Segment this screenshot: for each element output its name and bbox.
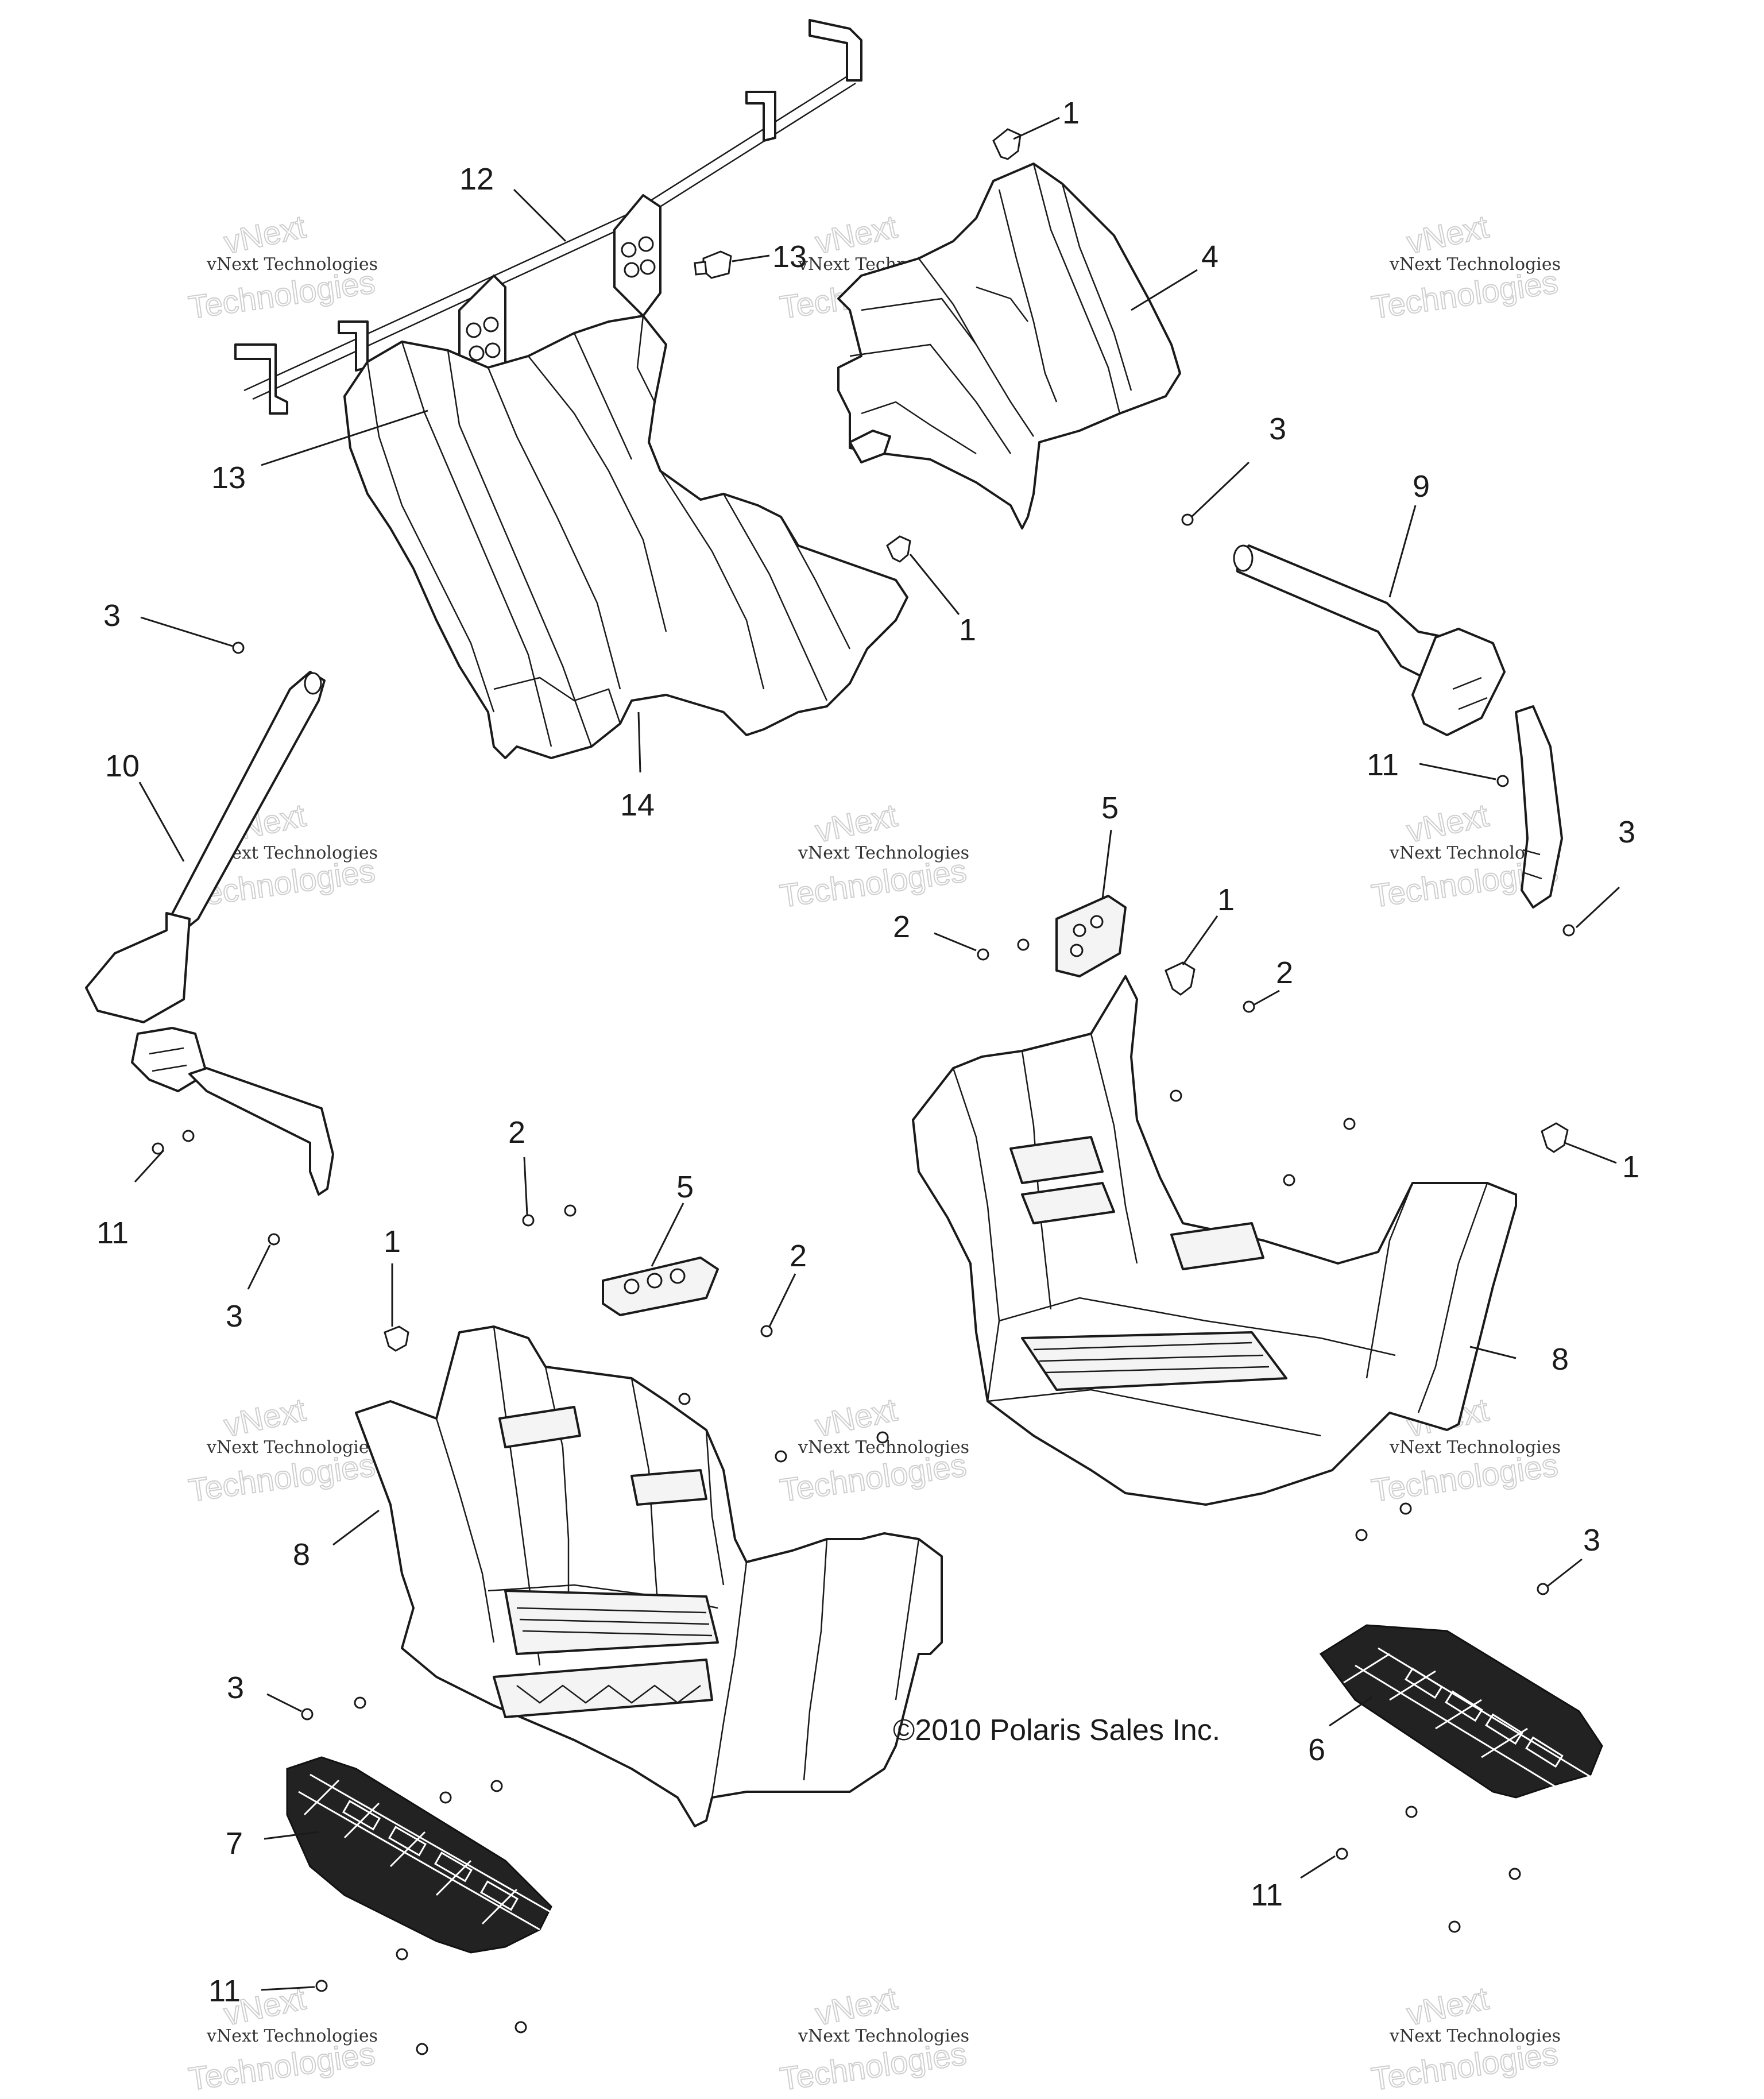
- part-8-right-footwell: [912, 975, 1517, 1506]
- callouts: 1 1 1 1 1 2 2 2 2 3 3 3 3 3 3 4 5 5 6 7 …: [96, 96, 1639, 2008]
- callout-1: 1: [1564, 1142, 1639, 1184]
- callout-label: 3: [1583, 1523, 1600, 1557]
- part-14-left-fender: [343, 315, 908, 759]
- callout-label: 11: [1251, 1878, 1283, 1912]
- part-10-left-bracket: [85, 671, 334, 1196]
- callout-10: 10: [105, 749, 185, 862]
- callout-13: 13: [211, 409, 428, 495]
- part-5-peg-left: [602, 1257, 719, 1316]
- callout-label: 3: [1618, 815, 1635, 849]
- callout-8: 8: [293, 1509, 380, 1572]
- callout-2: 2: [1253, 956, 1293, 1006]
- callout-label: 3: [226, 1299, 243, 1333]
- watermark-vnext: vNext: [812, 1980, 900, 2032]
- callout-7: 7: [226, 1826, 319, 1861]
- part-5-peg-right: [1055, 895, 1127, 977]
- callout-8: 8: [1469, 1342, 1569, 1377]
- watermark-name: vNext Technologies: [798, 2026, 969, 2046]
- callout-label: 9: [1413, 469, 1430, 504]
- callout-label: 4: [1201, 239, 1218, 274]
- watermark-name: vNext Technologies: [1389, 2026, 1561, 2046]
- watermark-name: vNext Technologies: [798, 843, 969, 863]
- callout-11: 11: [96, 1149, 165, 1250]
- small-fasteners: [152, 128, 1575, 2055]
- callout-12: 12: [459, 162, 567, 242]
- callout-14: 14: [620, 712, 655, 822]
- callout-3: 3: [1547, 1523, 1600, 1587]
- callout-label: 11: [96, 1216, 129, 1250]
- callout-3: 3: [226, 1244, 271, 1333]
- callout-label: 1: [1622, 1150, 1639, 1184]
- callout-2: 2: [768, 1239, 807, 1327]
- watermark-vnext: vNext: [220, 208, 309, 260]
- callout-label: 11: [208, 1974, 241, 2008]
- callout-label: 6: [1308, 1733, 1325, 1767]
- callout-label: 1: [384, 1224, 401, 1259]
- callout-label: 10: [105, 749, 140, 783]
- part-6-right-footplate: [1319, 1624, 1603, 1799]
- part-8-left-footwell: [355, 1325, 943, 1827]
- part-7-left-footplate: [286, 1756, 552, 1954]
- watermark-vnext: vNext: [1403, 1980, 1492, 2032]
- callout-1: 1: [1013, 96, 1080, 140]
- part-12-support-bar: [234, 19, 862, 415]
- callout-4: 4: [1131, 239, 1218, 311]
- callout-2: 2: [508, 1115, 528, 1215]
- callout-label: 3: [1269, 412, 1286, 446]
- callout-11: 11: [208, 1974, 315, 2008]
- copyright-text: ©2010 Polaris Sales Inc.: [893, 1714, 1220, 1747]
- callout-11: 11: [1251, 1855, 1336, 1912]
- callout-label: 7: [226, 1826, 243, 1861]
- callout-11: 11: [1367, 748, 1496, 782]
- callout-label: 2: [790, 1239, 807, 1273]
- callout-label: 14: [620, 788, 655, 822]
- callout-3: 3: [1575, 815, 1635, 929]
- callout-label: 5: [676, 1170, 694, 1204]
- callout-label: 1: [1062, 96, 1080, 130]
- callout-label: 2: [1276, 956, 1293, 990]
- callout-label: 1: [959, 613, 976, 647]
- callout-3: 3: [227, 1671, 302, 1713]
- watermark-name: vNext Technologies: [1389, 254, 1561, 275]
- callout-5: 5: [651, 1170, 694, 1267]
- callout-5: 5: [1101, 791, 1119, 899]
- callout-1: 1: [1182, 883, 1235, 965]
- watermark-vnext: vNext: [1403, 208, 1492, 260]
- callout-1: 1: [384, 1224, 401, 1327]
- watermark-name: vNext Technologies: [1389, 1437, 1561, 1458]
- callout-label: 13: [211, 461, 246, 495]
- watermark-vnext: vNext: [1403, 797, 1492, 849]
- part-9-right-bracket: [1233, 544, 1563, 909]
- callout-label: 2: [893, 910, 910, 944]
- part-4-right-fender: [837, 163, 1181, 529]
- callout-label: 12: [459, 162, 494, 196]
- callout-label: 3: [103, 598, 121, 633]
- callout-label: 5: [1101, 791, 1119, 825]
- callout-label: 3: [227, 1671, 244, 1705]
- callout-label: 1: [1217, 883, 1235, 917]
- watermark-name: vNext Technologies: [206, 254, 378, 275]
- callout-label: 13: [772, 239, 807, 274]
- callout-label: 8: [1552, 1342, 1569, 1377]
- callout-label: 11: [1367, 748, 1399, 782]
- watermark-vnext: vNext: [812, 208, 900, 260]
- watermark-name: vNext Technologies: [206, 2026, 378, 2046]
- callout-1: 1: [909, 554, 976, 647]
- watermark-name: vNext Technologies: [206, 1437, 378, 1458]
- callout-9: 9: [1388, 469, 1430, 598]
- watermark-vnext: vNext: [812, 797, 900, 849]
- callout-13: 13: [732, 239, 807, 274]
- callout-label: 8: [293, 1537, 310, 1572]
- callout-6: 6: [1308, 1696, 1373, 1767]
- callout-2: 2: [893, 910, 977, 952]
- callout-3: 3: [103, 598, 233, 647]
- callout-3: 3: [1190, 412, 1286, 518]
- watermark-vnext: vNext: [220, 1391, 309, 1443]
- callout-label: 2: [508, 1115, 525, 1150]
